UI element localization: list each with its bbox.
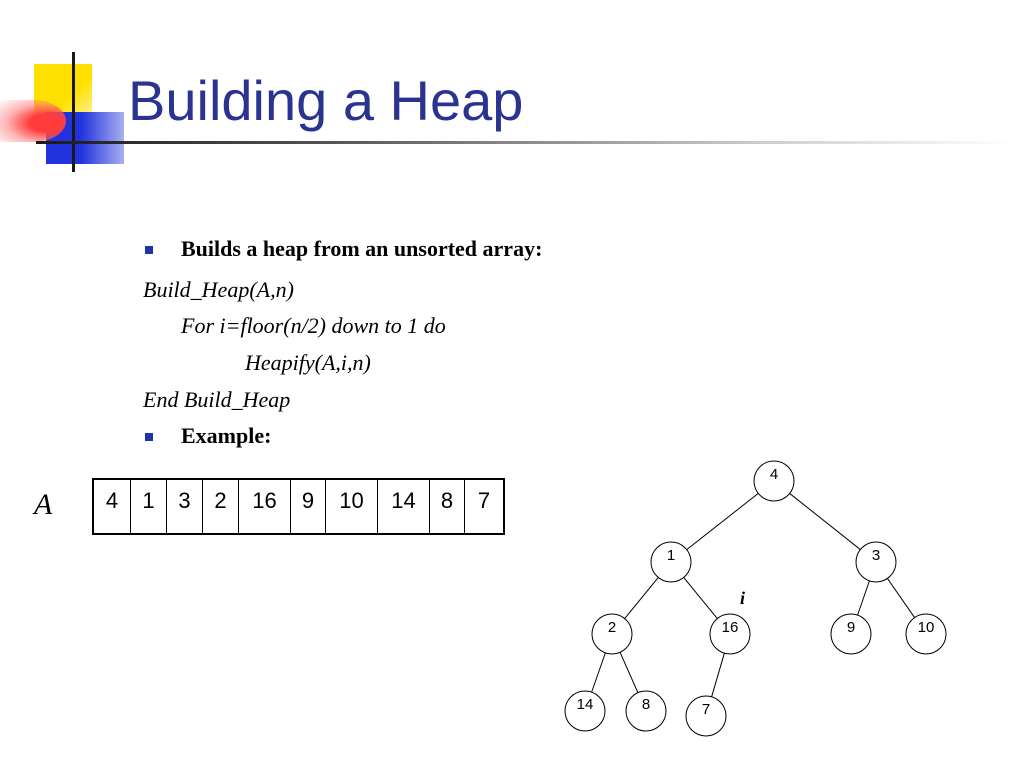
pseudocode-line-2: For i=floor(n/2) down to 1 do bbox=[181, 313, 446, 338]
tree-node-label: 4 bbox=[770, 466, 778, 483]
array-cell: 4 bbox=[94, 480, 131, 533]
tree-edge bbox=[624, 577, 659, 619]
array-cell: 16 bbox=[239, 480, 291, 533]
tree-node-circle bbox=[685, 695, 727, 737]
tree-node-circle bbox=[625, 690, 667, 732]
tree-edge bbox=[591, 652, 606, 693]
tree-node-circle bbox=[709, 613, 751, 655]
logo-vertical-line bbox=[72, 52, 75, 172]
tree-node-label: 7 bbox=[702, 701, 710, 718]
pseudocode-line-1: Build_Heap(A,n) bbox=[143, 277, 294, 302]
tree-node-label: 3 bbox=[872, 547, 880, 564]
tree-node-label: 10 bbox=[918, 619, 935, 636]
array-cell: 9 bbox=[291, 480, 326, 533]
tree-node-circle bbox=[905, 613, 947, 655]
array-cell: 2 bbox=[203, 480, 239, 533]
tree-edge bbox=[886, 578, 916, 618]
tree-node-circle bbox=[753, 460, 795, 502]
slide-title: Building a Heap bbox=[128, 69, 524, 132]
pseudocode-line-3: Heapify(A,i,n) bbox=[245, 350, 371, 375]
index-marker-i: i bbox=[740, 588, 746, 608]
bullet-square-icon bbox=[145, 246, 153, 254]
pseudocode-line-4: End Build_Heap bbox=[143, 387, 291, 412]
tree-node-label: 14 bbox=[577, 696, 594, 713]
tree-node-label: 8 bbox=[642, 696, 650, 713]
tree-node-circle bbox=[855, 541, 897, 583]
tree-edge bbox=[683, 577, 718, 619]
logo-red-glow bbox=[0, 100, 66, 142]
tree-node-circle bbox=[650, 541, 692, 583]
array-cell: 3 bbox=[167, 480, 203, 533]
bullet-square-icon bbox=[145, 433, 153, 441]
array-cell: 7 bbox=[477, 488, 491, 513]
tree-node-label: 1 bbox=[667, 547, 675, 564]
array-cell: 8 bbox=[430, 480, 465, 533]
tree-edge bbox=[686, 492, 759, 551]
tree-node-circle bbox=[564, 690, 606, 732]
bullet-builds-heap: Builds a heap from an unsorted array: bbox=[181, 236, 543, 261]
tree-edge bbox=[789, 493, 861, 550]
array-cell: 1 bbox=[131, 480, 167, 533]
bullet-example: Example: bbox=[181, 423, 272, 448]
array-cell: 14 bbox=[378, 480, 430, 533]
tree-node-circle bbox=[830, 613, 872, 655]
tree-node-label: 9 bbox=[847, 619, 855, 636]
tree-node-circle bbox=[591, 613, 633, 655]
tree-edge bbox=[711, 653, 725, 697]
tree-node-label: 2 bbox=[608, 619, 616, 636]
tree-edge bbox=[619, 652, 639, 693]
title-underline bbox=[36, 141, 1016, 144]
array-label: A bbox=[34, 488, 53, 521]
tree-node-label: 16 bbox=[722, 619, 739, 636]
tree-edge bbox=[857, 580, 870, 616]
array-cell: 10 bbox=[326, 480, 378, 533]
